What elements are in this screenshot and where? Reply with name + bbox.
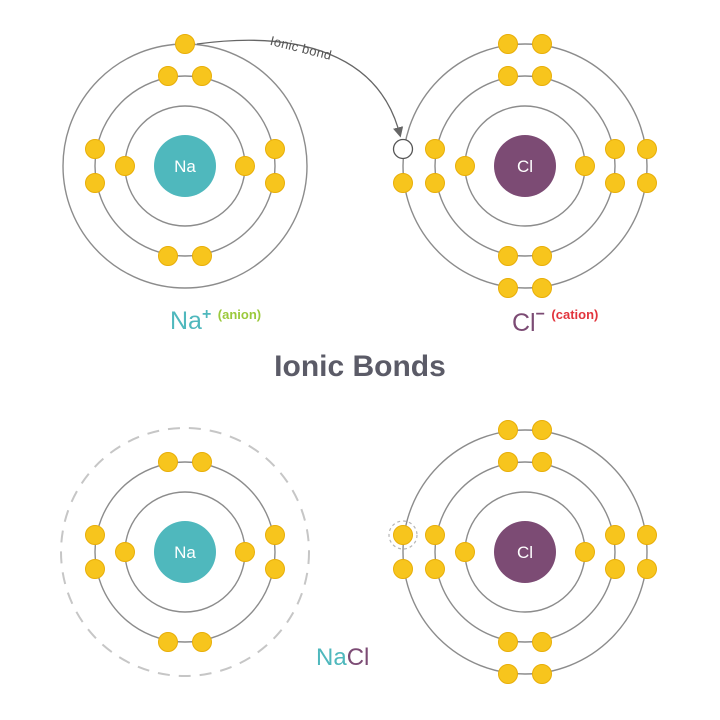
top-na-shell2-electron bbox=[85, 173, 105, 193]
bottom-cl-shell3-electron bbox=[637, 525, 657, 545]
top-cl-shell3-electron bbox=[637, 173, 657, 193]
bottom-na-shell1-electron bbox=[115, 542, 135, 562]
nacl-part-cl: Cl bbox=[346, 644, 370, 671]
bottom-na-nucleus bbox=[154, 521, 216, 583]
top-cl-shell-2 bbox=[434, 75, 616, 257]
page-title: Ionic Bonds bbox=[274, 350, 446, 383]
top-cl-nucleus-label: Cl bbox=[517, 157, 533, 176]
bottom-cl-shell2-electron bbox=[605, 525, 625, 545]
top-cl-shell1-electron bbox=[455, 156, 475, 176]
na-anion-tag: (anion) bbox=[217, 307, 262, 322]
bottom-cl-shell-2 bbox=[434, 461, 616, 643]
bottom-na-shell2-electron bbox=[265, 559, 285, 579]
top-na-valence-electron bbox=[175, 34, 195, 54]
bottom-cl-shell2-electron bbox=[425, 559, 445, 579]
top-chlorine-atom: Cl bbox=[402, 43, 648, 289]
bottom-na-empty-shell bbox=[60, 427, 310, 677]
bottom-na-shell2-electron bbox=[158, 452, 178, 472]
top-cl-shell2-electron bbox=[498, 246, 518, 266]
bottom-na-shell2-electron bbox=[265, 525, 285, 545]
top-cl-shell3-electron bbox=[532, 34, 552, 54]
bottom-na-shell2-electron bbox=[192, 452, 212, 472]
bottom-cl-shell2-electron bbox=[425, 525, 445, 545]
bottom-cl-shell3-electron-highlight-ring bbox=[388, 520, 418, 550]
bottom-cl-shell3-electron bbox=[498, 664, 518, 684]
top-cl-shell-3 bbox=[402, 43, 648, 289]
electron-layer bbox=[85, 34, 657, 684]
bottom-cl-shell-3 bbox=[402, 429, 648, 675]
top-cl-shell2-electron bbox=[532, 246, 552, 266]
cl-charge: − bbox=[535, 306, 545, 323]
top-cl-shell3-electron bbox=[637, 139, 657, 159]
bottom-na-shell2-electron bbox=[85, 525, 105, 545]
bottom-cl-shell1-electron bbox=[455, 542, 475, 562]
top-na-nucleus-label: Na bbox=[174, 157, 196, 176]
bottom-na-shell2-electron bbox=[192, 632, 212, 652]
bottom-sodium-ion: Na bbox=[60, 427, 310, 677]
bottom-na-nucleus-label: Na bbox=[174, 543, 196, 562]
top-na-shell2-electron bbox=[158, 66, 178, 86]
top-sodium-atom: Na bbox=[62, 43, 308, 289]
top-cl-shell3-electron bbox=[498, 278, 518, 298]
bottom-cl-shell3-electron bbox=[498, 420, 518, 440]
nacl-part-na: Na bbox=[316, 644, 347, 671]
na-ion-label: Na+ (anion) bbox=[170, 306, 262, 335]
bottom-cl-shell2-electron bbox=[498, 452, 518, 472]
bottom-cl-shell3-electron bbox=[532, 420, 552, 440]
top-na-shell2-electron bbox=[192, 66, 212, 86]
bottom-cl-shell1-electron bbox=[575, 542, 595, 562]
bottom-cl-shell2-electron bbox=[605, 559, 625, 579]
bottom-cl-nucleus bbox=[494, 521, 556, 583]
bottom-cl-shell3-electron bbox=[393, 525, 413, 545]
top-cl-nucleus bbox=[494, 135, 556, 197]
bottom-cl-nucleus-label: Cl bbox=[517, 543, 533, 562]
top-cl-shell3-electron bbox=[393, 173, 413, 193]
top-cl-shell2-electron bbox=[532, 66, 552, 86]
top-na-shell2-electron bbox=[85, 139, 105, 159]
bottom-cl-shell2-electron bbox=[532, 452, 552, 472]
top-cl-shell1-electron bbox=[575, 156, 595, 176]
cl-ion-label: Cl− (cation) bbox=[512, 307, 598, 337]
top-cl-open-electron-slot bbox=[392, 138, 414, 160]
bottom-chlorine-ion: Cl bbox=[402, 429, 648, 675]
top-na-shell2-electron bbox=[265, 173, 285, 193]
top-cl-shell2-electron bbox=[425, 173, 445, 193]
top-na-shell1-electron bbox=[115, 156, 135, 176]
bottom-na-shell-2 bbox=[94, 461, 276, 643]
top-cl-shell2-electron bbox=[605, 173, 625, 193]
bottom-na-shell1-electron bbox=[235, 542, 255, 562]
top-na-nucleus bbox=[154, 135, 216, 197]
top-na-shell2-electron bbox=[265, 139, 285, 159]
top-cl-shell3-electron bbox=[532, 278, 552, 298]
top-cl-shell3-electron bbox=[498, 34, 518, 54]
top-cl-shell2-electron bbox=[498, 66, 518, 86]
na-ion-symbol: Na bbox=[170, 307, 202, 335]
top-na-shell1-electron bbox=[235, 156, 255, 176]
bottom-cl-shell3-electron bbox=[393, 559, 413, 579]
cl-ion-symbol: Cl bbox=[512, 309, 536, 337]
bottom-na-shell2-electron bbox=[158, 632, 178, 652]
bottom-na-shell2-electron bbox=[85, 559, 105, 579]
top-na-shell2-electron bbox=[192, 246, 212, 266]
top-na-shell-2 bbox=[94, 75, 276, 257]
ionic-bond-arrow bbox=[196, 39, 404, 138]
nacl-label: NaCl bbox=[316, 646, 369, 670]
bottom-cl-shell3-electron bbox=[532, 664, 552, 684]
bottom-cl-shell3-electron bbox=[637, 559, 657, 579]
top-na-shell2-electron bbox=[158, 246, 178, 266]
na-charge: + bbox=[201, 306, 212, 323]
cl-cation-tag: (cation) bbox=[551, 307, 599, 322]
top-cl-shell2-electron bbox=[605, 139, 625, 159]
top-cl-shell2-electron bbox=[425, 139, 445, 159]
bottom-cl-shell2-electron bbox=[498, 632, 518, 652]
bottom-cl-shell2-electron bbox=[532, 632, 552, 652]
